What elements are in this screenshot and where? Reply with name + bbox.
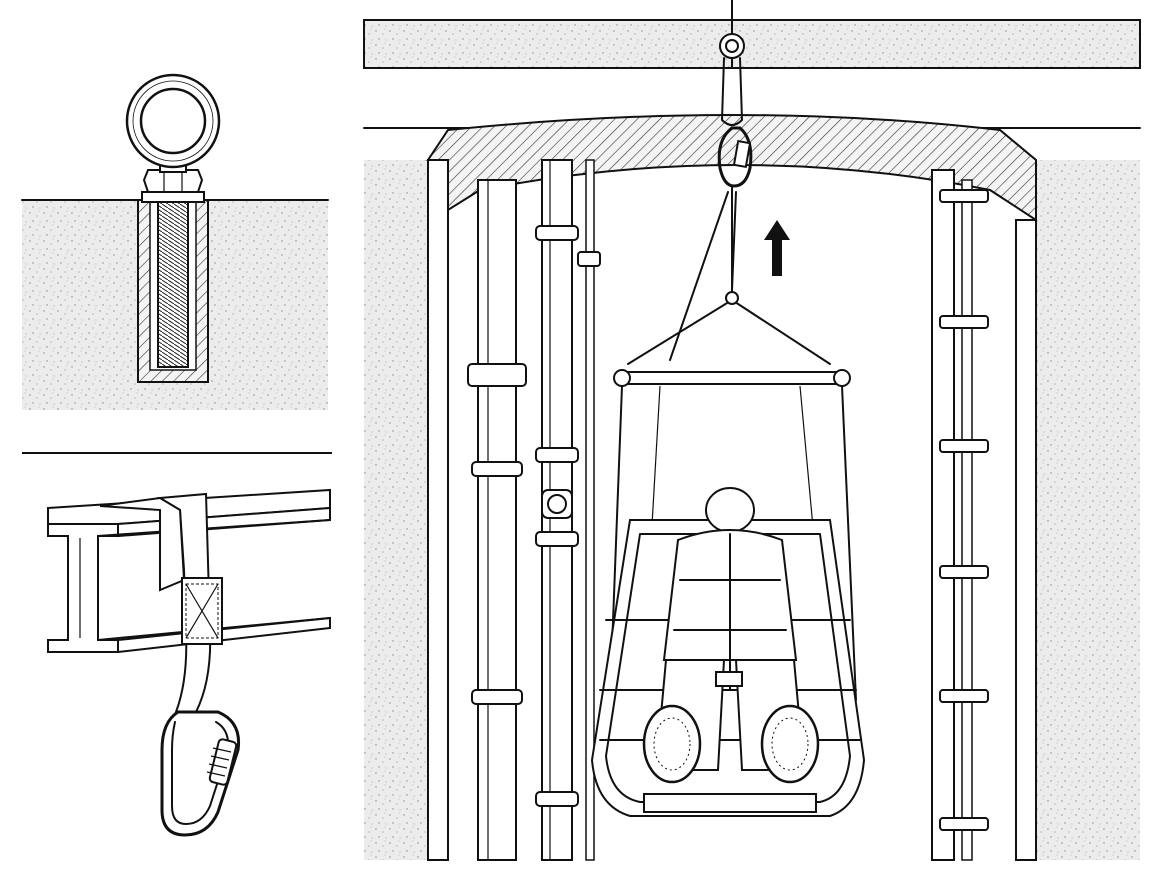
ladder-rung: [939, 315, 989, 329]
vertical-pipe-middle: [535, 159, 579, 861]
left-boot: [642, 704, 702, 784]
up-arrow-icon: [764, 220, 790, 276]
screwgate-carabiner: [160, 710, 241, 837]
panel-divider: [22, 452, 332, 454]
overhead-anchor: [717, 0, 753, 188]
shaft-rescue-panel: [360, 0, 1168, 880]
lifting-rope: [627, 185, 831, 365]
conduit: [585, 159, 595, 861]
wall-ladder-rail: [931, 169, 989, 861]
beam-sling-panel: [0, 450, 340, 880]
anchor-carabiner: [717, 126, 753, 188]
right-wall: [1036, 160, 1140, 860]
vertical-pipe-left: [467, 179, 527, 861]
eye-ring: [125, 73, 221, 169]
harness-buckle: [715, 671, 743, 687]
right-boot: [760, 704, 820, 784]
ladder-rung: [939, 817, 989, 831]
screw-gate-sleeve: [208, 738, 238, 786]
helmet: [705, 487, 755, 533]
ladder-rung: [939, 189, 989, 203]
hex-nut: [142, 169, 204, 193]
ladder-rung: [939, 565, 989, 579]
ladder-rung: [939, 689, 989, 703]
basket-foot-rail: [643, 793, 817, 813]
ladder-rung: [939, 439, 989, 453]
washer: [141, 191, 205, 203]
pipe-valve-icon: [541, 489, 573, 519]
arched-lintel: [426, 114, 1037, 222]
casualty-figure: [642, 487, 820, 784]
eye-bolt-anchor-panel: [0, 0, 340, 430]
ceiling-slab: [364, 20, 1140, 68]
left-wall: [364, 160, 430, 860]
threaded-shank: [157, 194, 189, 368]
webbing-sling: [99, 492, 223, 713]
